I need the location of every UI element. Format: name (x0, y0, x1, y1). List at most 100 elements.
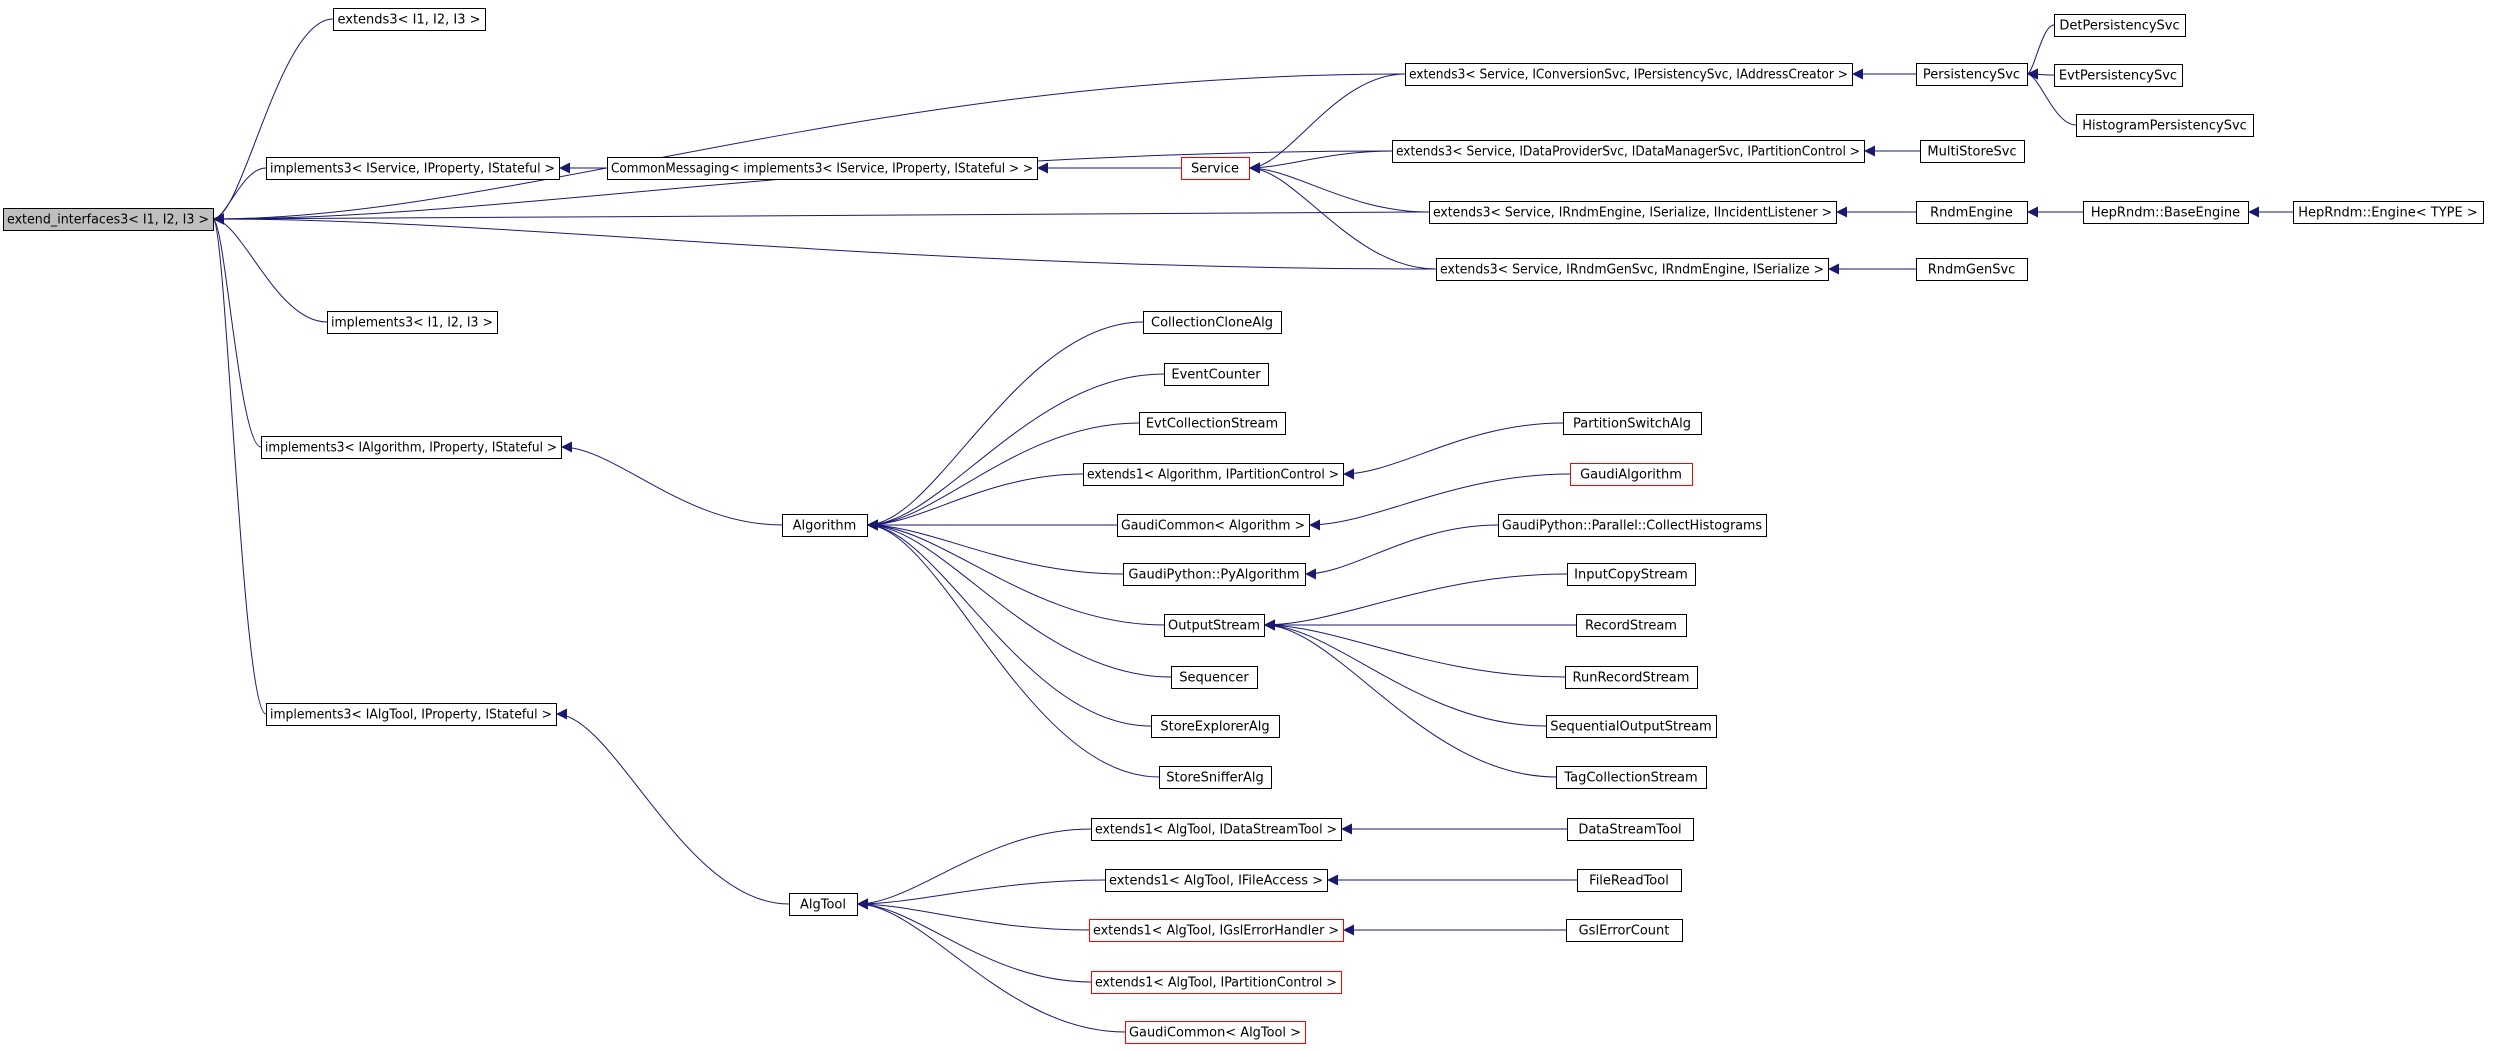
class-node-box (1567, 818, 1694, 841)
class-node-label: implements3< IAlgorithm, IProperty, ISta… (265, 441, 557, 456)
class-node-det-persistency[interactable]: DetPersistencySvc (2054, 14, 2186, 37)
class-node-label: InputCopyStream (1574, 568, 1688, 583)
class-node-extends1-fileaccess[interactable]: extends1< AlgTool, IFileAccess > (1105, 869, 1328, 892)
class-node-hep-engine[interactable]: HepRndm::Engine< TYPE > (2293, 201, 2484, 224)
inheritance-edge (555, 708, 790, 905)
class-node-input-copy-stream[interactable]: InputCopyStream (1567, 563, 1696, 586)
class-node-label: implements3< IAlgTool, IProperty, IState… (270, 708, 552, 723)
inheritance-edge (212, 167, 267, 225)
class-node-implements3-service[interactable]: implements3< IService, IProperty, IState… (266, 157, 560, 180)
class-node-extends1-partition[interactable]: extends1< AlgTool, IPartitionControl > (1091, 971, 1342, 994)
class-node-implements3-algorithm[interactable]: implements3< IAlgorithm, IProperty, ISta… (261, 436, 562, 459)
class-node-label: PersistencySvc (1923, 68, 2020, 83)
inheritance-edge (1304, 524, 1499, 580)
class-node-extends3-conversion[interactable]: extends3< Service, IConversionSvc, IPers… (1405, 63, 1853, 86)
inheritance-edge (866, 321, 1144, 531)
inheritance-edge (866, 473, 1084, 531)
class-node-box (1436, 258, 1829, 281)
class-node-label: GaudiAlgorithm (1580, 468, 1682, 483)
class-node-rndm-gen-svc[interactable]: RndmGenSvc (1916, 258, 2028, 281)
class-node-box (2293, 201, 2484, 224)
class-node-label: extends1< Algorithm, IPartitionControl > (1087, 468, 1339, 483)
class-node-datastream-tool[interactable]: DataStreamTool (1567, 818, 1694, 841)
class-node-box (266, 157, 560, 180)
class-node-extends3-rndmengine[interactable]: extends3< Service, IRndmEngine, ISeriali… (1429, 201, 1837, 224)
class-node-label: HistogramPersistencySvc (2082, 119, 2247, 134)
class-node-tag-collection-stream[interactable]: TagCollectionStream (1556, 766, 1707, 789)
class-node-box (1565, 666, 1698, 689)
class-node-gaudi-common-algtool[interactable]: GaudiCommon< AlgTool > (1125, 1021, 1306, 1044)
class-node-label: Algorithm (793, 519, 857, 534)
class-node-extends3-i123[interactable]: extends3< I1, I2, I3 > (333, 8, 486, 31)
class-node-label: RunRecordStream (1573, 671, 1690, 686)
class-node-persistency-svc[interactable]: PersistencySvc (1916, 63, 2028, 86)
class-node-label: RndmGenSvc (1928, 263, 2016, 278)
class-node-run-record-stream[interactable]: RunRecordStream (1565, 666, 1698, 689)
class-node-label: extends3< Service, IRndmGenSvc, IRndmEng… (1440, 263, 1824, 278)
class-node-extends1-gslerror[interactable]: extends1< AlgTool, IGslErrorHandler > (1089, 919, 1344, 942)
class-node-partition-switch-alg[interactable]: PartitionSwitchAlg (1563, 412, 1702, 435)
class-node-evt-persistency[interactable]: EvtPersistencySvc (2054, 64, 2183, 87)
inheritance-edge (866, 519, 1160, 778)
class-node-event-counter[interactable]: EventCounter (1164, 363, 1269, 386)
class-node-extends1-datastream[interactable]: extends1< AlgTool, IDataStreamTool > (1091, 818, 1342, 841)
inheritance-edge (856, 898, 1126, 1033)
class-node-label: EvtCollectionStream (1146, 417, 1278, 432)
class-node-gsl-error-count[interactable]: GslErrorCount (1566, 919, 1683, 942)
class-node-label: MultiStoreSvc (1927, 145, 2016, 160)
class-node-hep-base-engine[interactable]: HepRndm::BaseEngine (2083, 201, 2249, 224)
class-node-fileread-tool[interactable]: FileReadTool (1577, 869, 1682, 892)
class-node-histogram-persistency[interactable]: HistogramPersistencySvc (2076, 114, 2254, 137)
class-node-label: AlgTool (800, 898, 846, 913)
class-node-service[interactable]: Service (1181, 157, 1250, 180)
class-node-label: PartitionSwitchAlg (1573, 417, 1691, 432)
class-node-box (1546, 715, 1717, 738)
inheritance-edge (866, 373, 1165, 531)
class-node-label: StoreSnifferAlg (1166, 771, 1264, 786)
class-node-box (1563, 412, 1702, 435)
class-node-box (2054, 14, 2186, 37)
class-node-sequential-output-stream[interactable]: SequentialOutputStream (1546, 715, 1717, 738)
class-node-output-stream[interactable]: OutputStream (1164, 614, 1265, 637)
class-node-extend-interfaces3[interactable]: extend_interfaces3< I1, I2, I3 > (3, 208, 214, 231)
class-node-record-stream[interactable]: RecordStream (1576, 614, 1687, 637)
inheritance-edge (212, 73, 1406, 225)
class-node-algtool[interactable]: AlgTool (789, 893, 858, 916)
class-node-label: Sequencer (1179, 671, 1249, 686)
class-node-box (789, 893, 858, 916)
class-node-box (1083, 463, 1344, 486)
class-node-box (1916, 258, 2028, 281)
class-node-gaudi-common-algorithm[interactable]: GaudiCommon< Algorithm > (1117, 514, 1310, 537)
class-node-evt-collection-stream[interactable]: EvtCollectionStream (1139, 412, 1286, 435)
class-node-label: HepRndm::Engine< TYPE > (2298, 206, 2478, 221)
class-node-collect-histograms[interactable]: GaudiPython::Parallel::CollectHistograms (1498, 514, 1767, 537)
inheritance-edge (1263, 619, 1557, 778)
class-node-store-explorer-alg[interactable]: StoreExplorerAlg (1151, 715, 1280, 738)
class-node-multistore-svc[interactable]: MultiStoreSvc (1920, 140, 2025, 163)
class-node-label: EventCounter (1171, 368, 1261, 383)
inheritance-edge (2026, 24, 2055, 80)
class-node-implements3-algtool[interactable]: implements3< IAlgTool, IProperty, IState… (266, 703, 557, 726)
class-node-box (1139, 412, 1286, 435)
class-node-common-messaging[interactable]: CommonMessaging< implements3< IService, … (607, 157, 1038, 180)
class-node-box (1091, 818, 1342, 841)
class-node-label: SequentialOutputStream (1550, 720, 1711, 735)
class-node-label: extends3< Service, IDataProviderSvc, IDa… (1396, 145, 1860, 160)
inheritance-edge (2026, 68, 2055, 80)
class-node-gaudi-algorithm[interactable]: GaudiAlgorithm (1570, 463, 1693, 486)
class-node-label: extends1< AlgTool, IFileAccess > (1109, 874, 1323, 889)
class-node-extends3-dataprovider[interactable]: extends3< Service, IDataProviderSvc, IDa… (1392, 140, 1865, 163)
inheritance-edge (212, 213, 1437, 270)
class-node-extends3-rndmgen[interactable]: extends3< Service, IRndmGenSvc, IRndmEng… (1436, 258, 1829, 281)
class-node-implements3-i123[interactable]: implements3< I1, I2, I3 > (327, 311, 498, 334)
class-node-rndm-engine[interactable]: RndmEngine (1916, 201, 2028, 224)
class-node-algorithm[interactable]: Algorithm (782, 514, 868, 537)
class-node-extends1-algorithm[interactable]: extends1< Algorithm, IPartitionControl > (1083, 463, 1344, 486)
class-node-store-sniffer-alg[interactable]: StoreSnifferAlg (1159, 766, 1272, 789)
class-node-sequencer[interactable]: Sequencer (1171, 666, 1258, 689)
class-node-label: Service (1191, 162, 1239, 177)
class-node-collection-clone-alg[interactable]: CollectionCloneAlg (1143, 311, 1282, 334)
class-node-gaudi-python-pyalgorithm[interactable]: GaudiPython::PyAlgorithm (1123, 563, 1306, 586)
class-node-box (782, 514, 868, 537)
